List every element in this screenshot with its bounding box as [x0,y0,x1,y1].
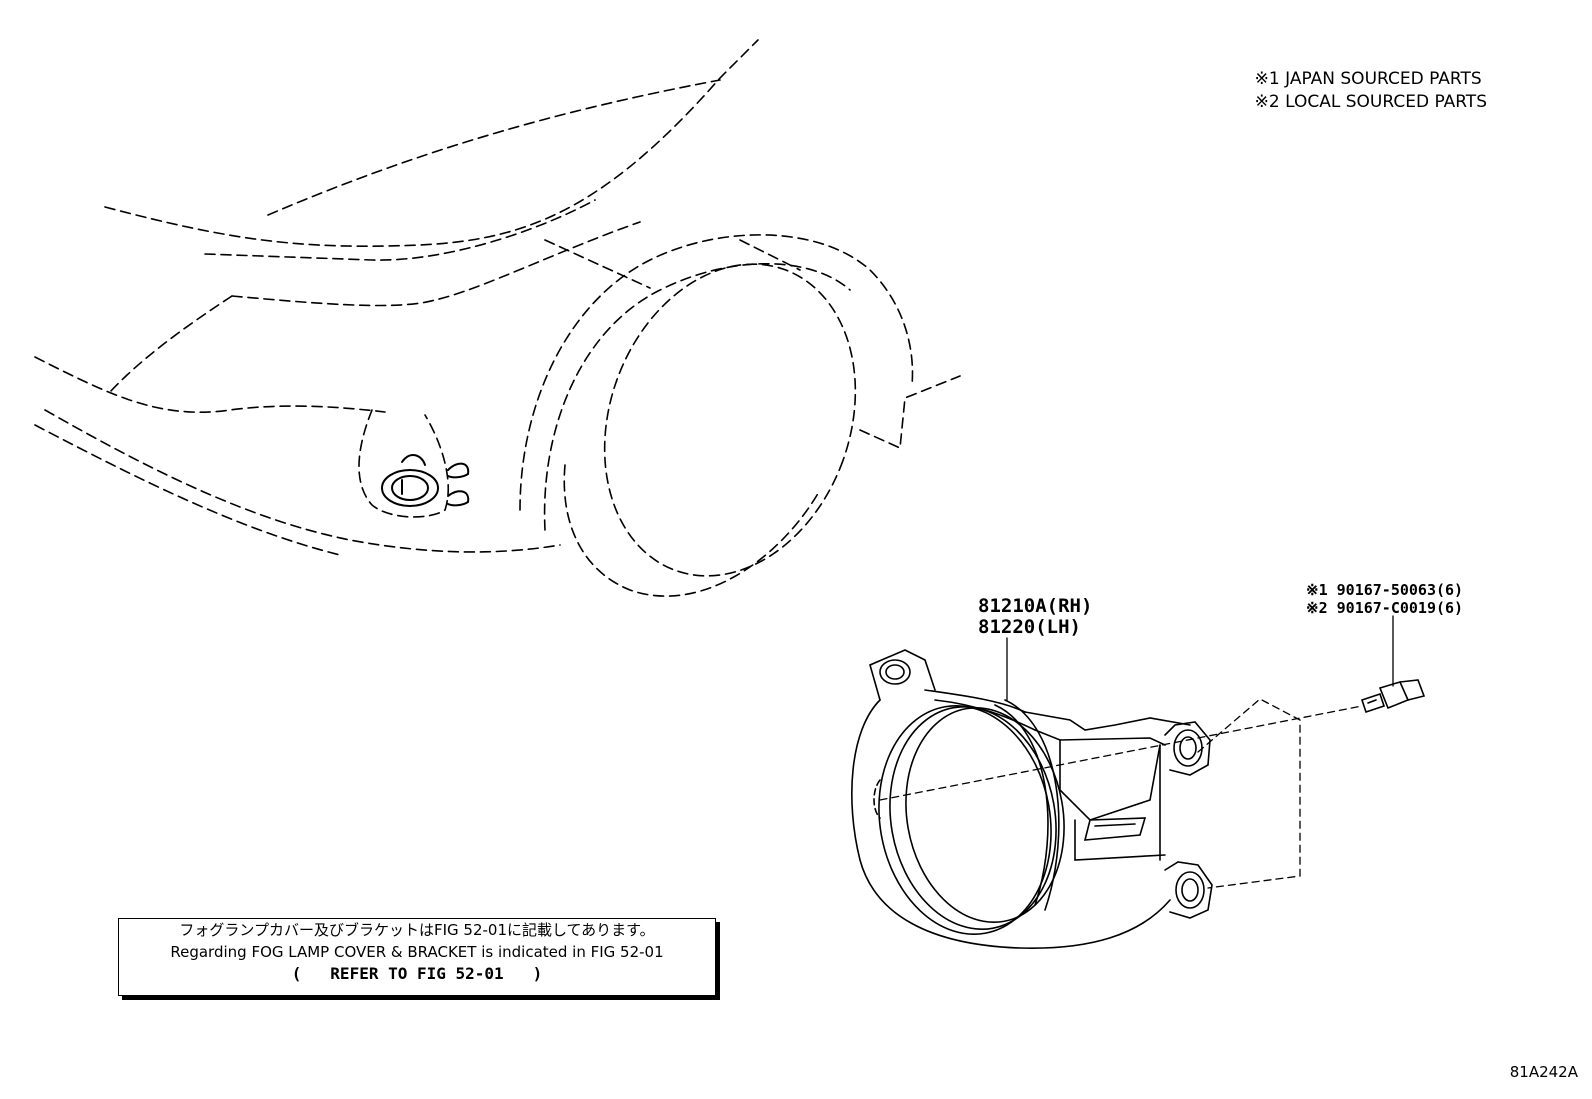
note-english-text: Regarding FOG LAMP COVER & BRACKET is in… [170,943,664,961]
part-number-bolt-local: ※2 90167-C0019(6) [1306,599,1464,617]
figure-code: 81A242A [1509,1063,1578,1081]
legend: ※1 JAPAN SOURCED PARTS ※2 LOCAL SOURCED … [1255,68,1487,114]
leader-lines [1006,615,1394,701]
part-number-fog-lamp-rh: 81210A(RH) [978,595,1093,617]
part-number-fog-lamp-lh: 81220(LH) [978,616,1081,638]
fog-lamp-assembly [851,649,1213,949]
vehicle-fog-lamp-indicator [381,454,470,507]
vehicle-front-outline [34,39,961,597]
note-refer-figure: ( REFER TO FIG 52-01 ) [291,964,543,983]
legend-local-sourced: ※2 LOCAL SOURCED PARTS [1254,92,1487,112]
note-japanese-text: フォグランプカバー及びブラケットはFIG 52-01に記載してあります。 [179,921,655,939]
fastener-dash-lines [879,698,1363,889]
legend-japan-sourced: ※1 JAPAN SOURCED PARTS [1254,69,1482,89]
part-number-bolt-japan: ※1 90167-50063(6) [1306,581,1464,599]
reference-note-box: フォグランプカバー及びブラケットはFIG 52-01に記載してあります。 Reg… [118,918,716,996]
